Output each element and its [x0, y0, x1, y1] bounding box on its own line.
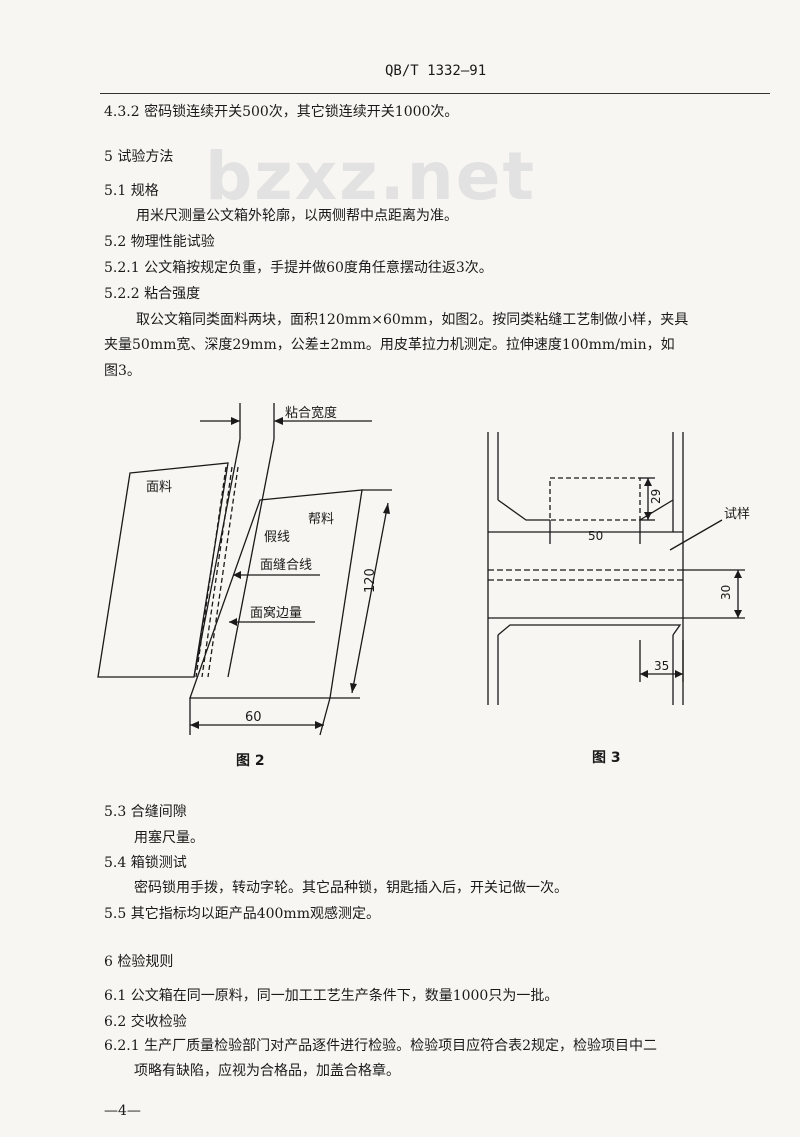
figure-3-caption: 图 3: [592, 750, 621, 766]
label-seam-line: 面缝合线: [260, 558, 312, 573]
clause-5-2-2: 5.2.2 粘合强度: [104, 286, 201, 302]
label-bond-width: 粘合宽度: [285, 405, 337, 421]
dim-120: 120: [363, 568, 378, 593]
dim-60: 60: [245, 710, 262, 725]
figure-3: 29 50 30 35 试样 图 3: [487, 432, 750, 766]
page-number: —4—: [104, 1103, 141, 1119]
section-5-heading: 5 试验方法: [104, 149, 174, 165]
clause-5-2-1: 5.2.1 公文箱按规定负重，手提并做60度角任意摆动往返3次。: [104, 260, 493, 276]
dim-35: 35: [654, 659, 669, 673]
clause-5-1-text: 用米尺测量公文箱外轮廓，以两侧帮中点距离为准。: [136, 208, 458, 224]
clause-5-4: 5.4 箱锁测试: [104, 855, 187, 871]
label-false-line: 假线: [264, 530, 290, 545]
clause-5-3: 5.3 合缝间隙: [104, 804, 187, 820]
figure-2-caption: 图 2: [236, 753, 265, 769]
label-side-material: 帮料: [308, 512, 334, 527]
clause-5-2-2-line2: 夹量50mm宽、深度29mm，公差±2mm。用皮革拉力机测定。拉伸速度100mm…: [104, 337, 675, 353]
label-face-material: 面料: [146, 480, 172, 495]
dim-50: 50: [588, 529, 603, 543]
watermark: bzxz.net: [205, 138, 537, 215]
clause-5-3-text: 用塞尺量。: [134, 830, 204, 846]
clause-5-4-text: 密码锁用手拨，转动字轮。其它品种锁，钥匙插入后，开关记做一次。: [134, 880, 568, 896]
dim-29: 29: [649, 489, 663, 504]
header-rule: [100, 93, 770, 94]
dim-30: 30: [719, 585, 733, 600]
clause-5-2: 5.2 物理性能试验: [104, 234, 215, 250]
clause-6-2-1-line1: 6.2.1 生产厂质量检验部门对产品逐件进行检验。检验项目应符合表2规定，检验项…: [104, 1038, 657, 1054]
clause-6-2-1-line2: 项略有缺陷，应视为合格品，加盖合格章。: [134, 1063, 400, 1079]
standard-number: QB/T 1332—91: [385, 63, 487, 79]
clause-6-1: 6.1 公文箱在同一原料，同一加工工艺生产条件下，数量1000只为一批。: [104, 988, 559, 1004]
clause-6-2: 6.2 交收检验: [104, 1014, 187, 1030]
clause-5-2-2-line3: 图3。: [104, 363, 141, 379]
section-6-heading: 6 检验规则: [104, 954, 174, 970]
clause-5-1: 5.1 规格: [104, 183, 159, 199]
label-sample: 试样: [724, 507, 750, 522]
clause-4-3-2: 4.3.2 密码锁连续开关500次，其它锁连续开关1000次。: [104, 104, 459, 120]
clause-5-2-2-line1: 取公文箱同类面料两块，面积120mm×60mm，如图2。按同类粘缝工艺制做小样，…: [136, 312, 689, 328]
clause-5-5: 5.5 其它指标均以距产品400mm观感测定。: [104, 906, 380, 922]
figure-2: 粘合宽度 面料 帮料 假线 面缝合线 面窝边量 120 60 图 2: [97, 403, 392, 769]
label-margin: 面窝边量: [250, 605, 302, 621]
